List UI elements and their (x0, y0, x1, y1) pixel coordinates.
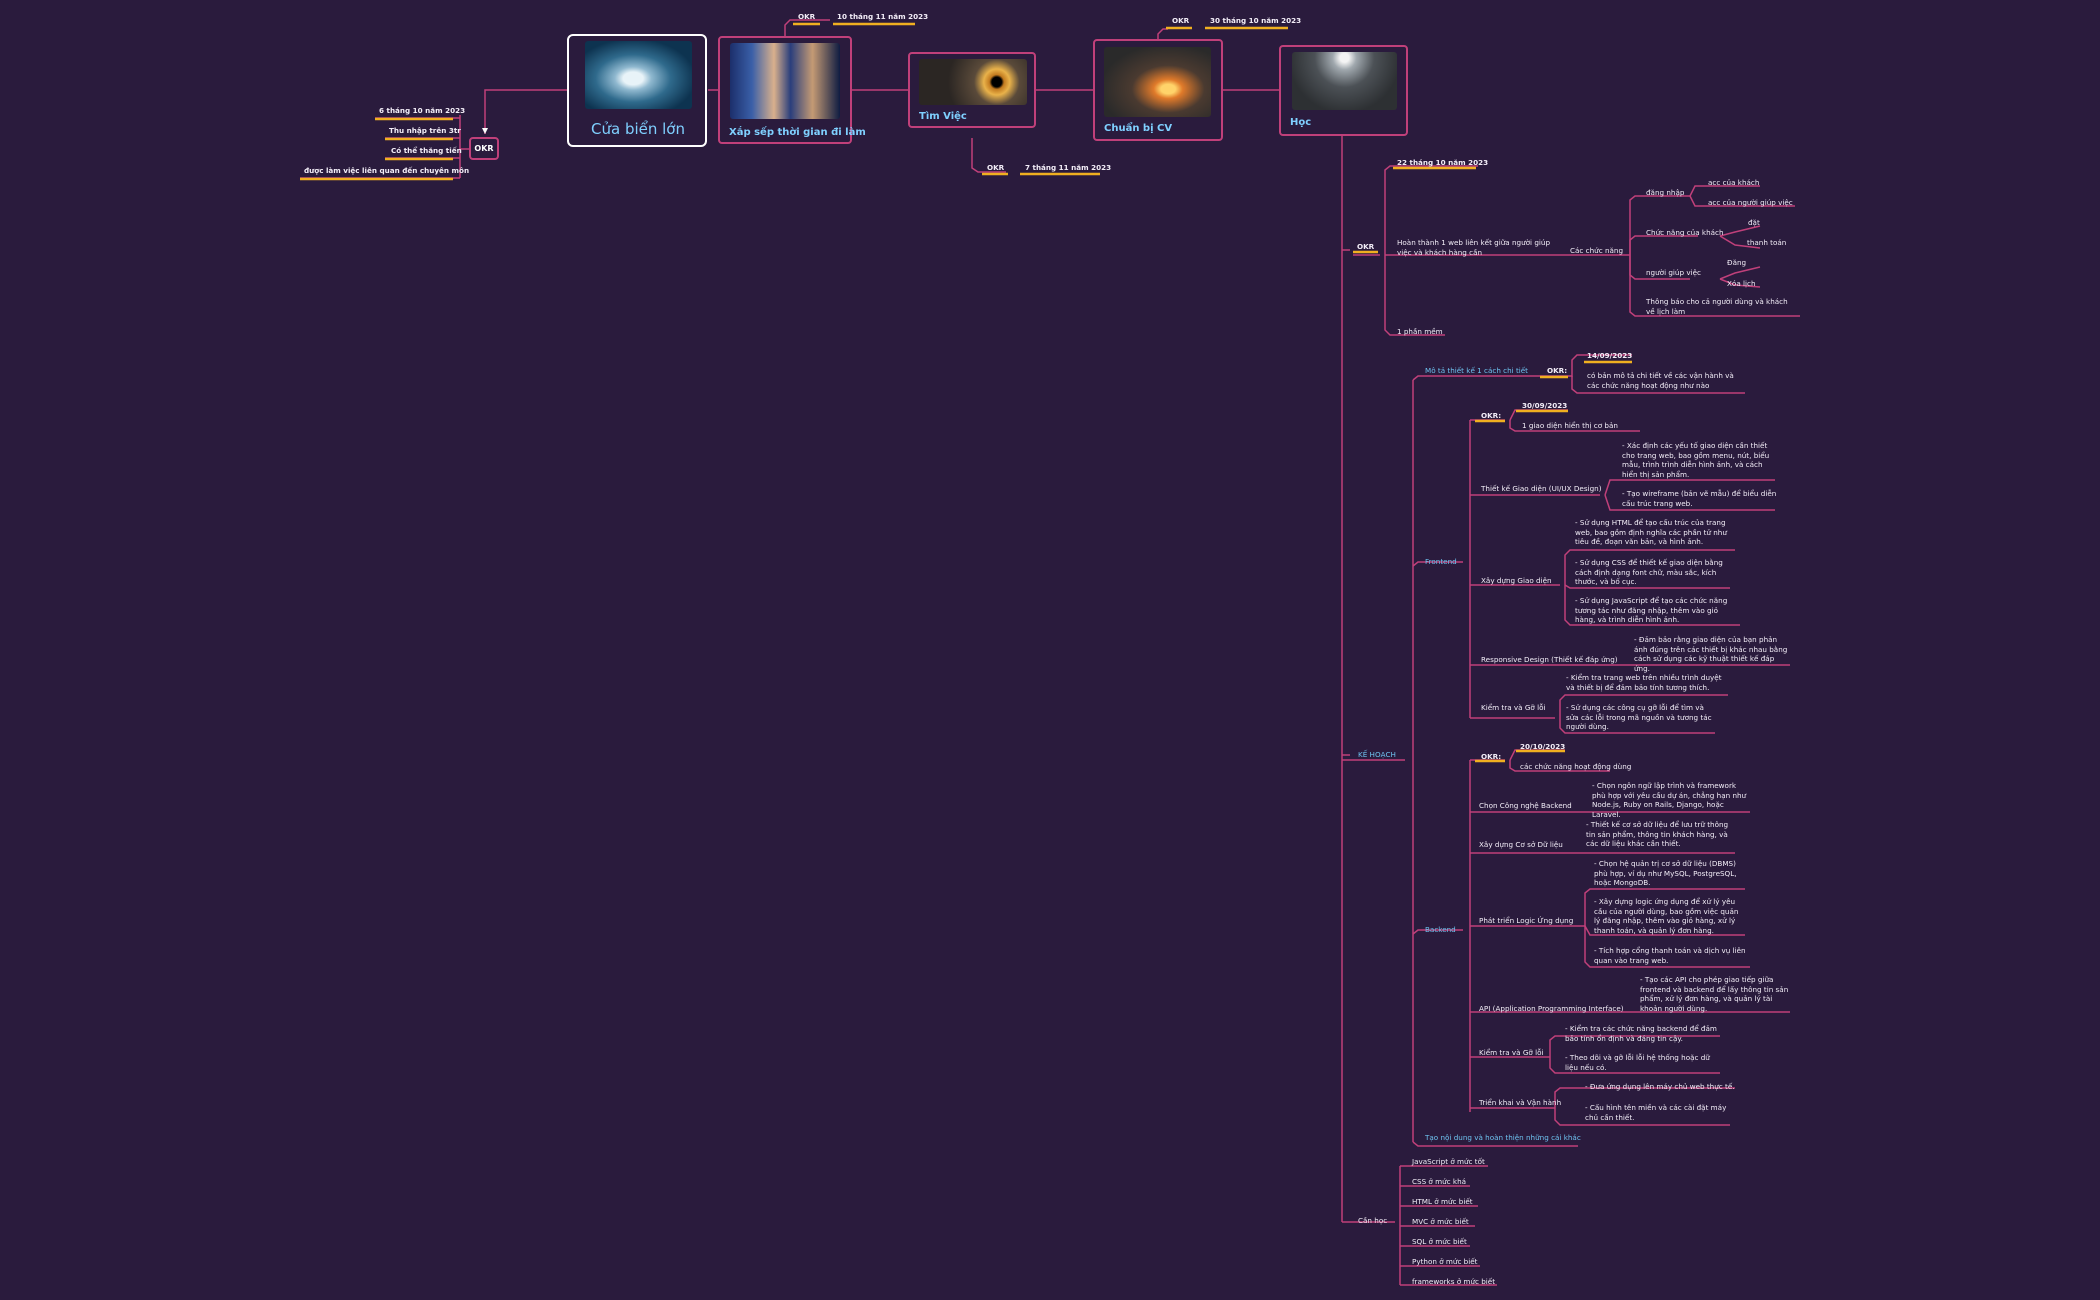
can-hoc-item: MVC ở mức biết (1412, 1217, 1469, 1226)
node-chuan-bi-cv-label: Chuẩn bị CV (1104, 123, 1173, 134)
responsive-label: Responsive Design (Thiết kế đáp ứng) (1481, 655, 1618, 664)
xay-dung-label: Xây dựng Giao diện (1481, 576, 1552, 585)
xay-dung-item: - Sử dụng HTML để tạo cấu trúc của trang… (1575, 518, 1727, 547)
node-tim-viec[interactable]: Tìm Việc (908, 52, 1036, 128)
node-chuan-bi-cv[interactable]: Chuẩn bị CV (1093, 39, 1223, 141)
forge-image (1104, 47, 1211, 117)
can-hoc-item: JavaScript ở mức tốt (1412, 1157, 1485, 1166)
uiux-item: - Xác định các yếu tố giao diện cần thiế… (1622, 441, 1770, 479)
xep-okr-date: 10 tháng 11 năm 2023 (837, 12, 929, 21)
node-xep-sep[interactable]: Xắp sếp thời gian đi làm (718, 36, 866, 144)
can-hoc-item: SQL ở mức biết (1412, 1237, 1467, 1246)
can-hoc-item: HTML ở mức biết (1412, 1197, 1473, 1206)
tim-okr-date: 7 tháng 11 năm 2023 (1025, 163, 1112, 172)
backend-label: Backend (1425, 925, 1456, 934)
node-xep-sep-label: Xắp sếp thời gian đi làm (729, 127, 866, 138)
fn-chuc-nang-khach: Chức năng của khách (1646, 228, 1724, 237)
ke-hoach-label: KẾ HOẠCH (1358, 750, 1396, 759)
tao-noi-dung: Tạo nội dung và hoàn thiện những cái khá… (1425, 1133, 1581, 1142)
root-node[interactable]: Cửa biển lớn (567, 34, 707, 147)
chuan-okr-date: 30 tháng 10 năm 2023 (1210, 16, 1302, 25)
fe-kiem-tra-item: - Kiểm tra trang web trên nhiều trình du… (1566, 673, 1722, 692)
left-okr-item: Có thể thăng tiến (391, 146, 462, 155)
fe-kiem-tra-item: - Sử dụng các công cụ gỡ lỗi để tìm và s… (1566, 703, 1712, 732)
ocean-wave-image (585, 41, 692, 109)
fe-kiem-tra-label: Kiểm tra và Gỡ lỗi (1481, 703, 1546, 712)
frontend-okr-date: 30/09/2023 (1522, 401, 1568, 410)
light-hall-image (1292, 52, 1397, 110)
can-hoc-item: Python ở mức biết (1412, 1257, 1478, 1266)
node-tim-viec-label: Tìm Việc (919, 111, 967, 122)
root-label: Cửa biển lớn (591, 120, 685, 138)
node-hoc-label: Học (1290, 117, 1312, 128)
hoc-okr-goal: Hoàn thành 1 web liên kết giữa người giú… (1397, 238, 1551, 257)
frontend-label: Frontend (1425, 557, 1457, 566)
logic-item: - Xây dựng logic ứng dụng để xử lý yêu c… (1594, 897, 1739, 935)
be-kiem-tra-label: Kiểm tra và Gỡ lỗi (1479, 1048, 1544, 1057)
uiux-item: - Tạo wireframe (bản vẽ mẫu) để biểu diễ… (1622, 489, 1777, 508)
left-okr-item: Thu nhập trên 3tr (389, 126, 461, 135)
fn-nguoi-giup: người giúp việc (1646, 268, 1701, 277)
be-kiem-tra-item: - Theo dõi và gỡ lỗi lỗi hệ thống hoặc d… (1565, 1053, 1710, 1072)
api-item: - Tạo các API cho phép giao tiếp giữa fr… (1640, 975, 1789, 1013)
fn-dang-nhap: đăng nhập (1646, 188, 1685, 197)
api-label: API (Application Programming Interface) (1479, 1004, 1624, 1013)
phan-mem: 1 phần mềm (1397, 327, 1443, 336)
left-okr-item: được làm việc liên quan đến chuyên môn (304, 166, 470, 175)
xay-dung-item: - Sử dụng CSS để thiết kế giao diện bằng… (1575, 558, 1723, 587)
mo-ta-label: Mô tả thiết kế 1 cách chi tiết (1425, 366, 1529, 375)
backend-okr-text: các chức năng hoạt động dùng (1520, 762, 1632, 771)
hoc-okr-label: OKR (1357, 242, 1375, 251)
logic-item: - Tích hợp cổng thanh toán và dịch vụ li… (1594, 946, 1746, 965)
trien-khai-label: Triển khai và Vận hành (1479, 1098, 1562, 1107)
chon-item: - Chọn ngôn ngữ lập trình và framework p… (1592, 781, 1747, 819)
frontend-okr-text: 1 giao diện hiển thị cơ bản (1522, 421, 1618, 430)
fn-acc-khach: acc của khách (1708, 178, 1760, 187)
xay-dung-item: - Sử dụng JavaScript để tạo các chức năn… (1575, 596, 1728, 625)
tim-okr-tag: OKR (987, 163, 1005, 172)
responsive-item: - Đảm bảo rằng giao diện của bạn phản án… (1634, 635, 1788, 673)
can-hoc-item: frameworks ở mức biết (1412, 1277, 1496, 1286)
can-hoc-label: Cần học (1358, 1216, 1388, 1225)
be-kiem-tra-item: - Kiểm tra các chức năng backend để đảm … (1565, 1024, 1717, 1043)
fn-dat: đặt (1748, 218, 1760, 227)
fn-dang: Đăng (1727, 258, 1747, 267)
fn-thong-bao: Thông báo cho cả người dùng và khách về … (1646, 297, 1788, 316)
chuan-okr-tag: OKR (1172, 16, 1190, 25)
node-hoc[interactable]: Học (1279, 45, 1408, 136)
backend-okr-date: 20/10/2023 (1520, 742, 1566, 751)
mo-ta-date: 14/09/2023 (1587, 351, 1633, 360)
fn-acc-giup: acc của người giúp việc (1708, 198, 1793, 207)
csdl-item: - Thiết kế cơ sở dữ liệu để lưu trữ thôn… (1586, 820, 1729, 849)
uiux-label: Thiết kế Giao diện (UI/UX Design) (1481, 484, 1602, 493)
boxing-image (730, 43, 840, 119)
left-okr-item: 6 tháng 10 năm 2023 (379, 106, 466, 115)
backend-okr: OKR: (1481, 752, 1502, 761)
hoc-okr-date: 22 tháng 10 năm 2023 (1397, 158, 1489, 167)
mo-ta-okr: OKR: (1547, 366, 1568, 375)
frontend-okr: OKR: (1481, 411, 1502, 420)
trien-khai-item: - Cấu hình tên miền và các cài đặt máy c… (1585, 1103, 1727, 1122)
logic-item: - Chọn hệ quản trị cơ sở dữ liệu (DBMS) … (1594, 859, 1737, 888)
trien-khai-item: - Đưa ứng dụng lên máy chủ web thực tế. (1585, 1082, 1735, 1091)
logic-label: Phát triển Logic Ứng dụng (1479, 916, 1574, 925)
chon-label: Chọn Công nghệ Backend (1479, 801, 1572, 810)
fn-xoa: Xóa lịch (1727, 279, 1756, 288)
fn-thanh-toan: thanh toán (1747, 238, 1787, 247)
owl-eye-image (919, 59, 1027, 105)
csdl-label: Xây dựng Cơ sở Dữ liệu (1479, 840, 1563, 849)
xep-okr-tag: OKR (798, 12, 816, 21)
left-okr-box[interactable]: OKR (469, 137, 499, 160)
can-hoc-item: CSS ở mức khá (1412, 1177, 1467, 1186)
mo-ta-text: có bản mô tả chi tiết về các vận hành và… (1587, 371, 1734, 390)
functions-label: Các chức năng (1570, 246, 1624, 255)
